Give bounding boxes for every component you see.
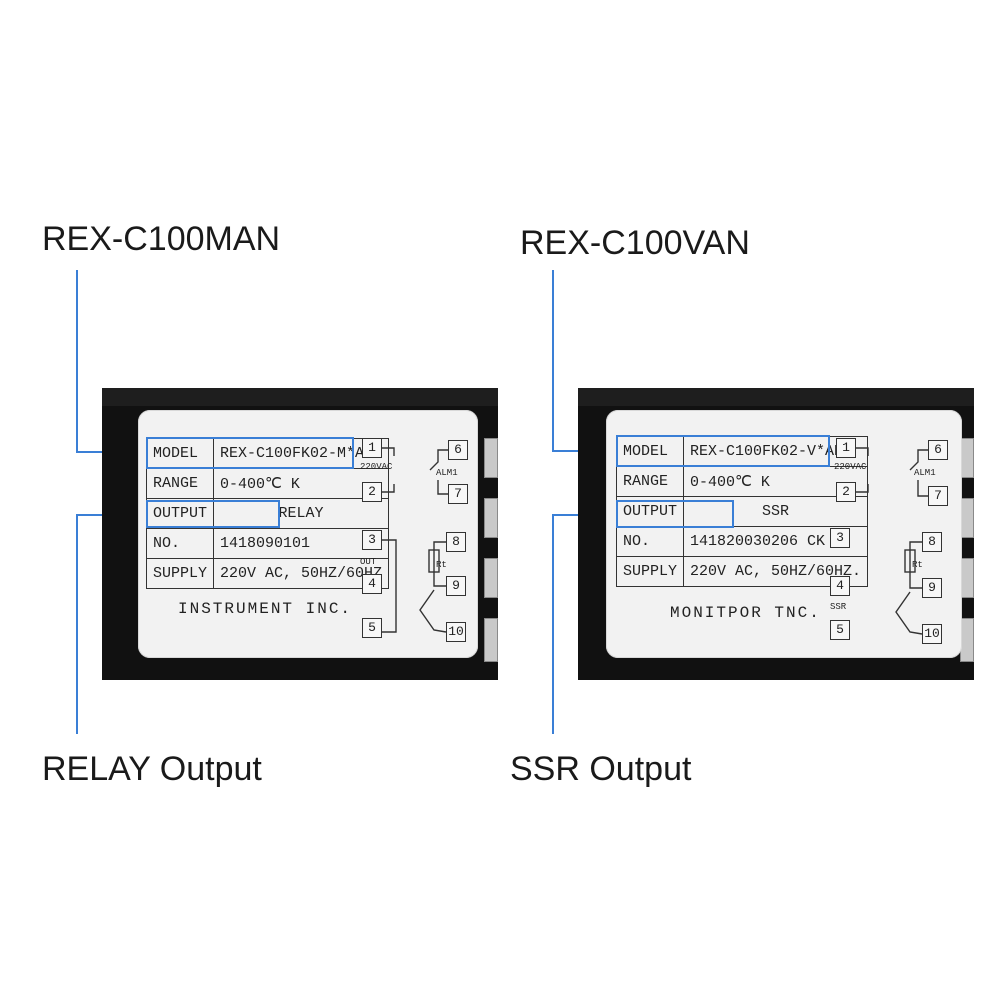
table-row: SUPPLY 220V AC, 50HZ/60HZ	[145, 558, 390, 589]
terminal-6: 6	[448, 440, 468, 460]
terminal-7: 7	[448, 484, 468, 504]
left-model-highlight	[146, 437, 354, 469]
terminal-2: 2	[836, 482, 856, 502]
terminal-10: 10	[446, 622, 466, 642]
table-row: RANGE 0-400℃ K	[145, 468, 390, 499]
spec-key: NO.	[615, 526, 685, 557]
terminal-9: 9	[446, 576, 466, 596]
left-model-title: REX-C100MAN	[42, 220, 281, 258]
terminal-1: 1	[362, 438, 382, 458]
right-terminal-pin	[960, 438, 974, 478]
right-maker-name: MONITPOR TNC.	[670, 604, 821, 622]
supply-label: 220VAC	[834, 462, 867, 472]
terminal-10: 10	[922, 624, 942, 644]
left-output-leader-vertical	[76, 514, 78, 734]
terminal-5: 5	[830, 620, 850, 640]
right-terminal-pin	[960, 498, 974, 538]
right-output-leader-vertical	[552, 514, 554, 734]
terminal-7: 7	[928, 486, 948, 506]
left-output-highlight	[146, 500, 280, 528]
right-spec-label: MODEL REX-C100FK02-V*AN RANGE 0-400℃ K O…	[606, 410, 962, 658]
right-controller-top-edge	[578, 388, 974, 406]
out-label: OUT	[360, 557, 377, 567]
spec-value: 0-400℃ K	[213, 468, 390, 499]
spec-key: NO.	[145, 528, 215, 559]
terminal-4: 4	[362, 574, 382, 594]
right-terminal-pin	[960, 618, 974, 662]
left-terminal-pin	[484, 498, 498, 538]
rt-label: Rt	[912, 560, 923, 570]
table-row: OUTPUT SSR	[615, 496, 869, 527]
right-terminal-pin	[960, 558, 974, 598]
alarm-label: ALM1	[436, 468, 458, 478]
right-wiring-diagram	[856, 447, 928, 635]
left-spec-label: MODEL REX-C100FK02-M*AN RANGE 0-400℃ K O…	[138, 410, 478, 658]
spec-key: RANGE	[615, 466, 685, 497]
spec-key: MODEL	[615, 436, 685, 467]
spec-value: 220V AC, 50HZ/60HZ	[213, 558, 390, 589]
spec-key: SUPPLY	[145, 558, 215, 589]
left-spec-table: MODEL REX-C100FK02-M*AN RANGE 0-400℃ K O…	[145, 438, 390, 589]
spec-key: SUPPLY	[615, 556, 685, 587]
left-wiring-diagram	[382, 447, 448, 633]
terminal-5: 5	[362, 618, 382, 638]
table-row: MODEL REX-C100FK02-M*AN	[145, 438, 390, 469]
terminal-9: 9	[922, 578, 942, 598]
left-output-caption: RELAY Output	[42, 750, 262, 788]
terminal-1: 1	[836, 438, 856, 458]
alarm-label: ALM1	[914, 468, 936, 478]
terminal-2: 2	[362, 482, 382, 502]
terminal-3: 3	[362, 530, 382, 550]
right-model-leader-vertical	[552, 270, 554, 452]
spec-value: 220V AC, 50HZ/60HZ.	[683, 556, 869, 587]
terminal-8: 8	[446, 532, 466, 552]
left-model-leader-vertical	[76, 270, 78, 453]
right-model-highlight	[616, 435, 830, 467]
table-row: OUTPUT RELAY	[145, 498, 390, 529]
rt-label: Rt	[436, 560, 447, 570]
terminal-4: 4	[830, 576, 850, 596]
table-row: SUPPLY 220V AC, 50HZ/60HZ.	[615, 556, 869, 587]
left-maker-name: INSTRUMENT INC.	[178, 600, 353, 618]
left-terminal-pin	[484, 618, 498, 662]
out-label: SSR	[830, 602, 847, 612]
spec-key: OUTPUT	[145, 498, 215, 529]
terminal-8: 8	[922, 532, 942, 552]
left-terminal-pin	[484, 558, 498, 598]
right-output-caption: SSR Output	[510, 750, 692, 788]
spec-value: REX-C100FK02-M*AN	[213, 438, 390, 469]
left-controller-top-edge	[102, 388, 498, 406]
left-terminal-pin	[484, 438, 498, 478]
right-model-title: REX-C100VAN	[520, 224, 750, 262]
right-output-highlight	[616, 500, 734, 528]
terminal-3: 3	[830, 528, 850, 548]
terminal-6: 6	[928, 440, 948, 460]
supply-label: 220VAC	[360, 462, 393, 472]
